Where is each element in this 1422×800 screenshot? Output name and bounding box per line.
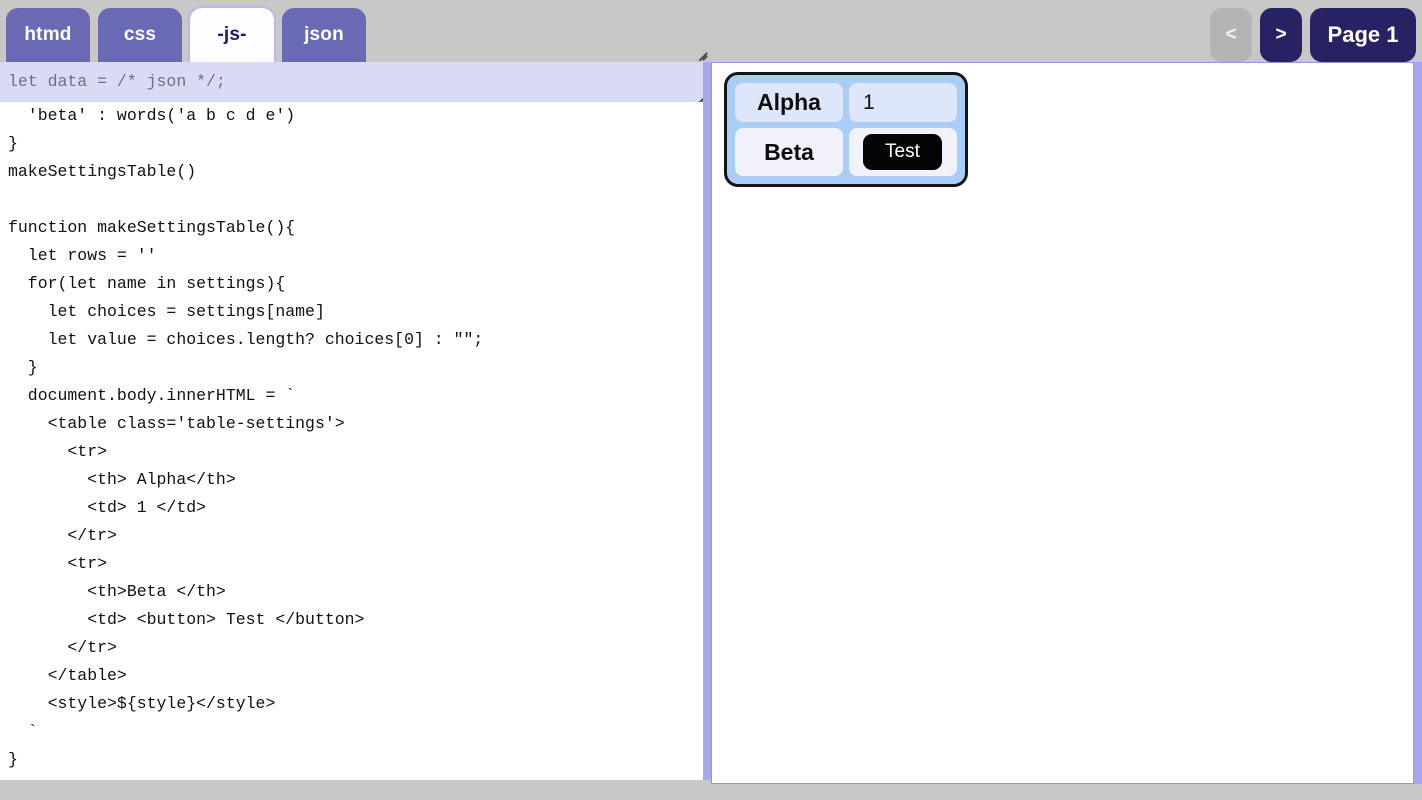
setting-value-beta: Test xyxy=(849,128,957,176)
preview-pane: Alpha 1 Beta Test xyxy=(711,62,1422,788)
setting-name-alpha: Alpha xyxy=(735,83,843,122)
table-row: Beta Test xyxy=(735,128,957,176)
tab-css[interactable]: css xyxy=(98,8,182,62)
test-button[interactable]: Test xyxy=(863,134,942,170)
editor-pane xyxy=(0,62,711,780)
tab-json[interactable]: json xyxy=(282,8,366,62)
prev-page-button[interactable]: < xyxy=(1210,8,1252,62)
preview-pane-scrollbar[interactable] xyxy=(1414,62,1422,784)
editor-pane-scrollbar[interactable] xyxy=(703,62,711,780)
top-bar: htmd css -js- json < > Page 1 xyxy=(0,0,1422,62)
table-row: Alpha 1 xyxy=(735,83,957,122)
setting-value-alpha: 1 xyxy=(849,83,957,122)
next-page-button[interactable]: > xyxy=(1260,8,1302,62)
tab-js[interactable]: -js- xyxy=(190,8,274,62)
page-navigation: < > Page 1 xyxy=(1210,8,1416,62)
setting-name-beta: Beta xyxy=(735,128,843,176)
js-code-editor[interactable] xyxy=(0,102,703,780)
editor-tab-strip: htmd css -js- json xyxy=(6,8,366,62)
json-data-input[interactable] xyxy=(0,62,703,102)
preview-frame: Alpha 1 Beta Test xyxy=(711,62,1414,784)
tab-htmd[interactable]: htmd xyxy=(6,8,90,62)
settings-table: Alpha 1 Beta Test xyxy=(724,72,968,187)
page-indicator-button[interactable]: Page 1 xyxy=(1310,8,1416,62)
